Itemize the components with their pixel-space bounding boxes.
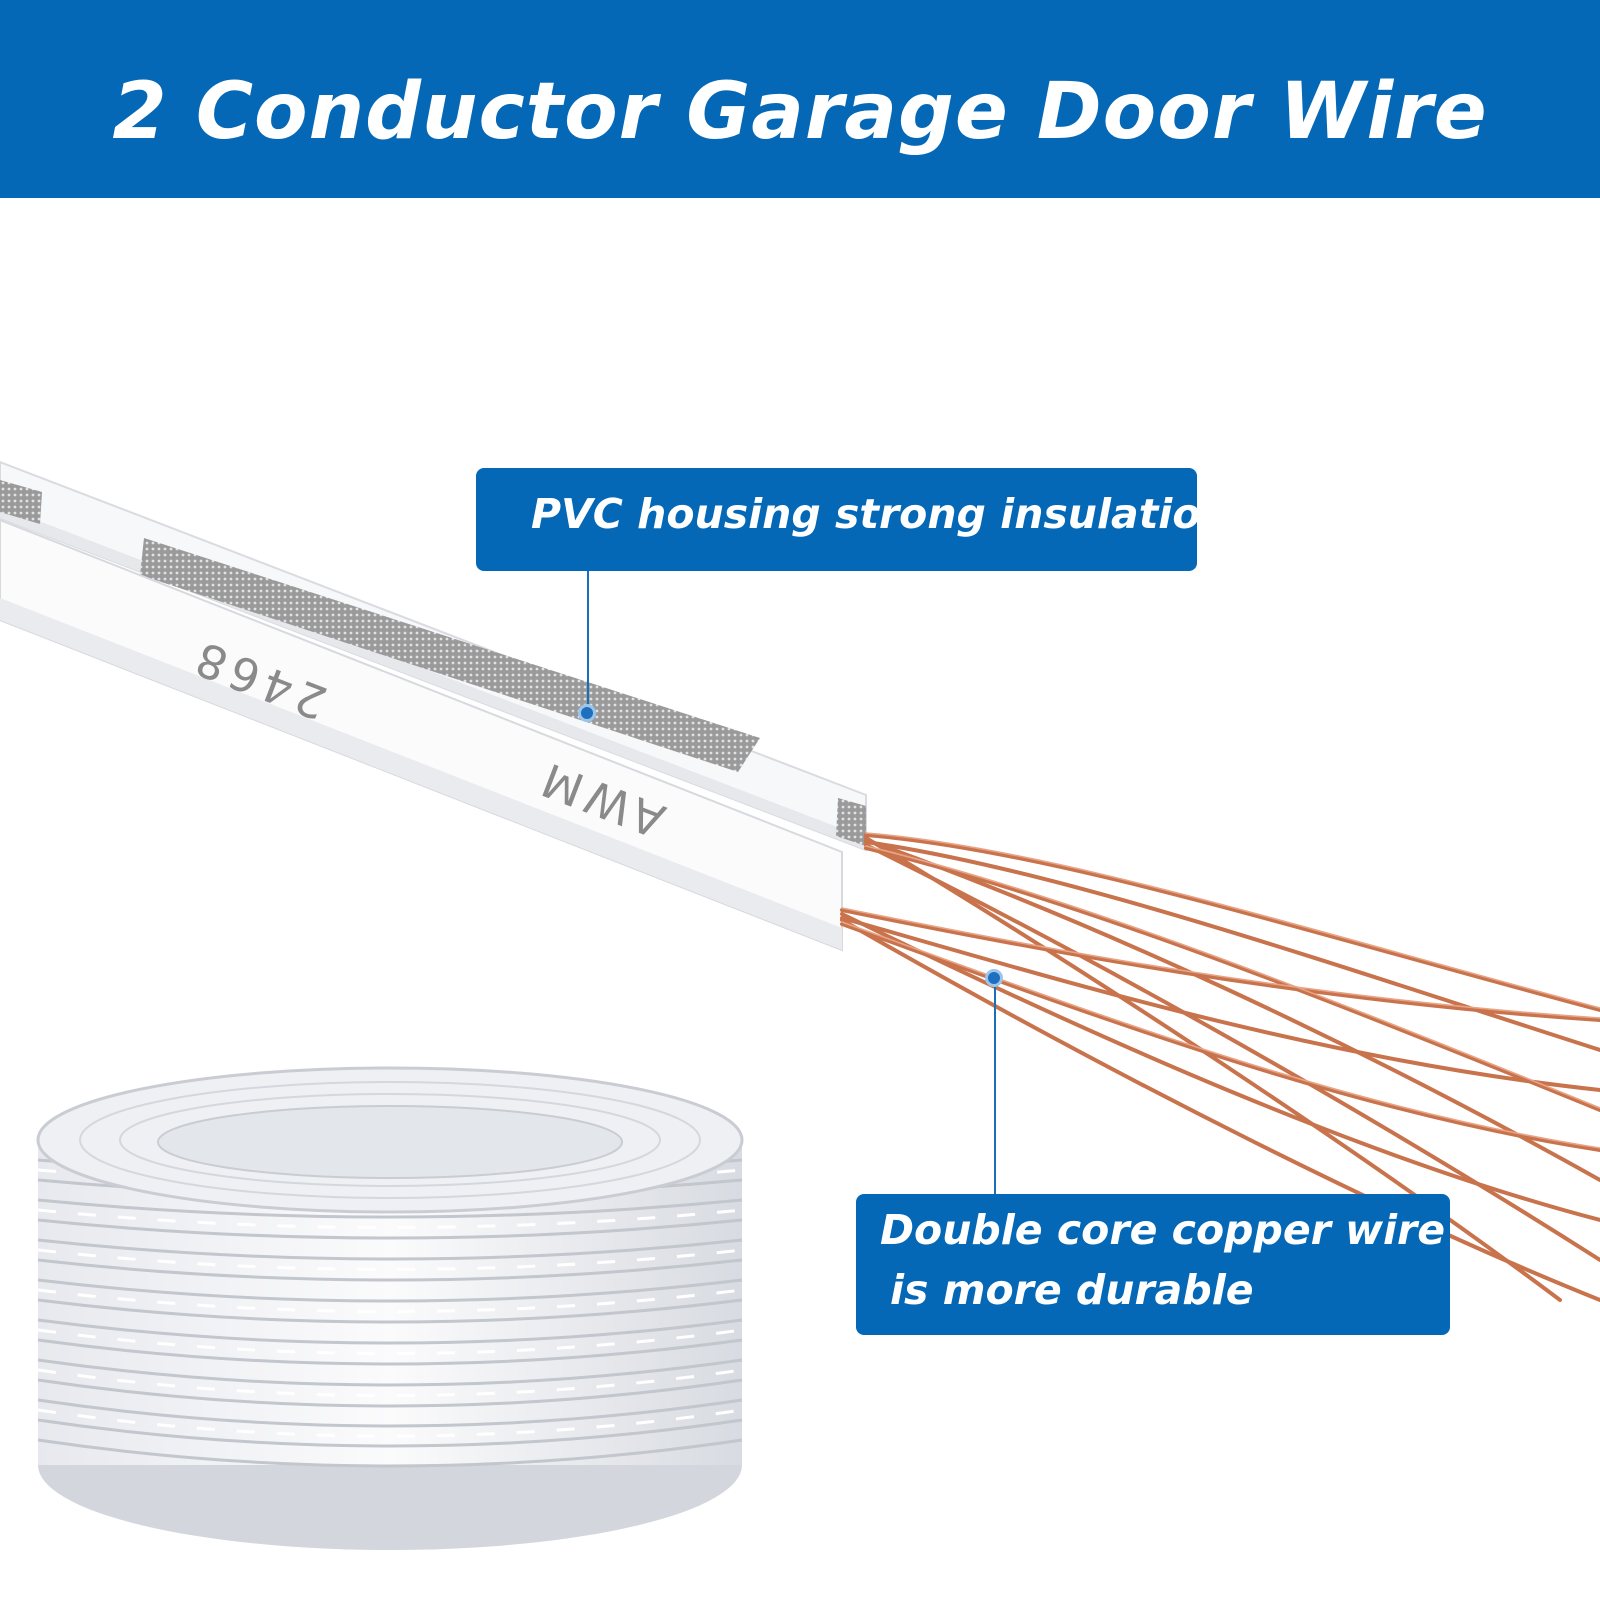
callout-dot-icon <box>578 704 596 722</box>
printed-band <box>140 538 760 772</box>
copper-callout-line2: is more durable <box>890 1266 1254 1314</box>
copper-callout: Double core copper wire is more durable <box>856 1194 1450 1335</box>
cable-upper-conductor <box>0 460 867 852</box>
copper-callout-line1: Double core copper wire <box>880 1206 1446 1254</box>
wire-coil <box>36 1066 744 1550</box>
page-title: 2 Conductor Garage Door Wire <box>112 67 1488 157</box>
product-illustration: 2468 AWM <box>0 460 1600 1550</box>
pvc-callout-label: PVC housing strong insulation <box>531 490 1230 538</box>
copper-leader-line <box>994 978 996 1194</box>
cable-lower-conductor: 2468 AWM <box>0 518 843 952</box>
pvc-callout: PVC housing strong insulation <box>476 468 1230 571</box>
pvc-leader-line <box>587 571 589 714</box>
callout-dot-icon <box>985 969 1003 987</box>
title-banner: 2 Conductor Garage Door Wire <box>0 0 1600 198</box>
copper-strands <box>840 832 1600 1302</box>
